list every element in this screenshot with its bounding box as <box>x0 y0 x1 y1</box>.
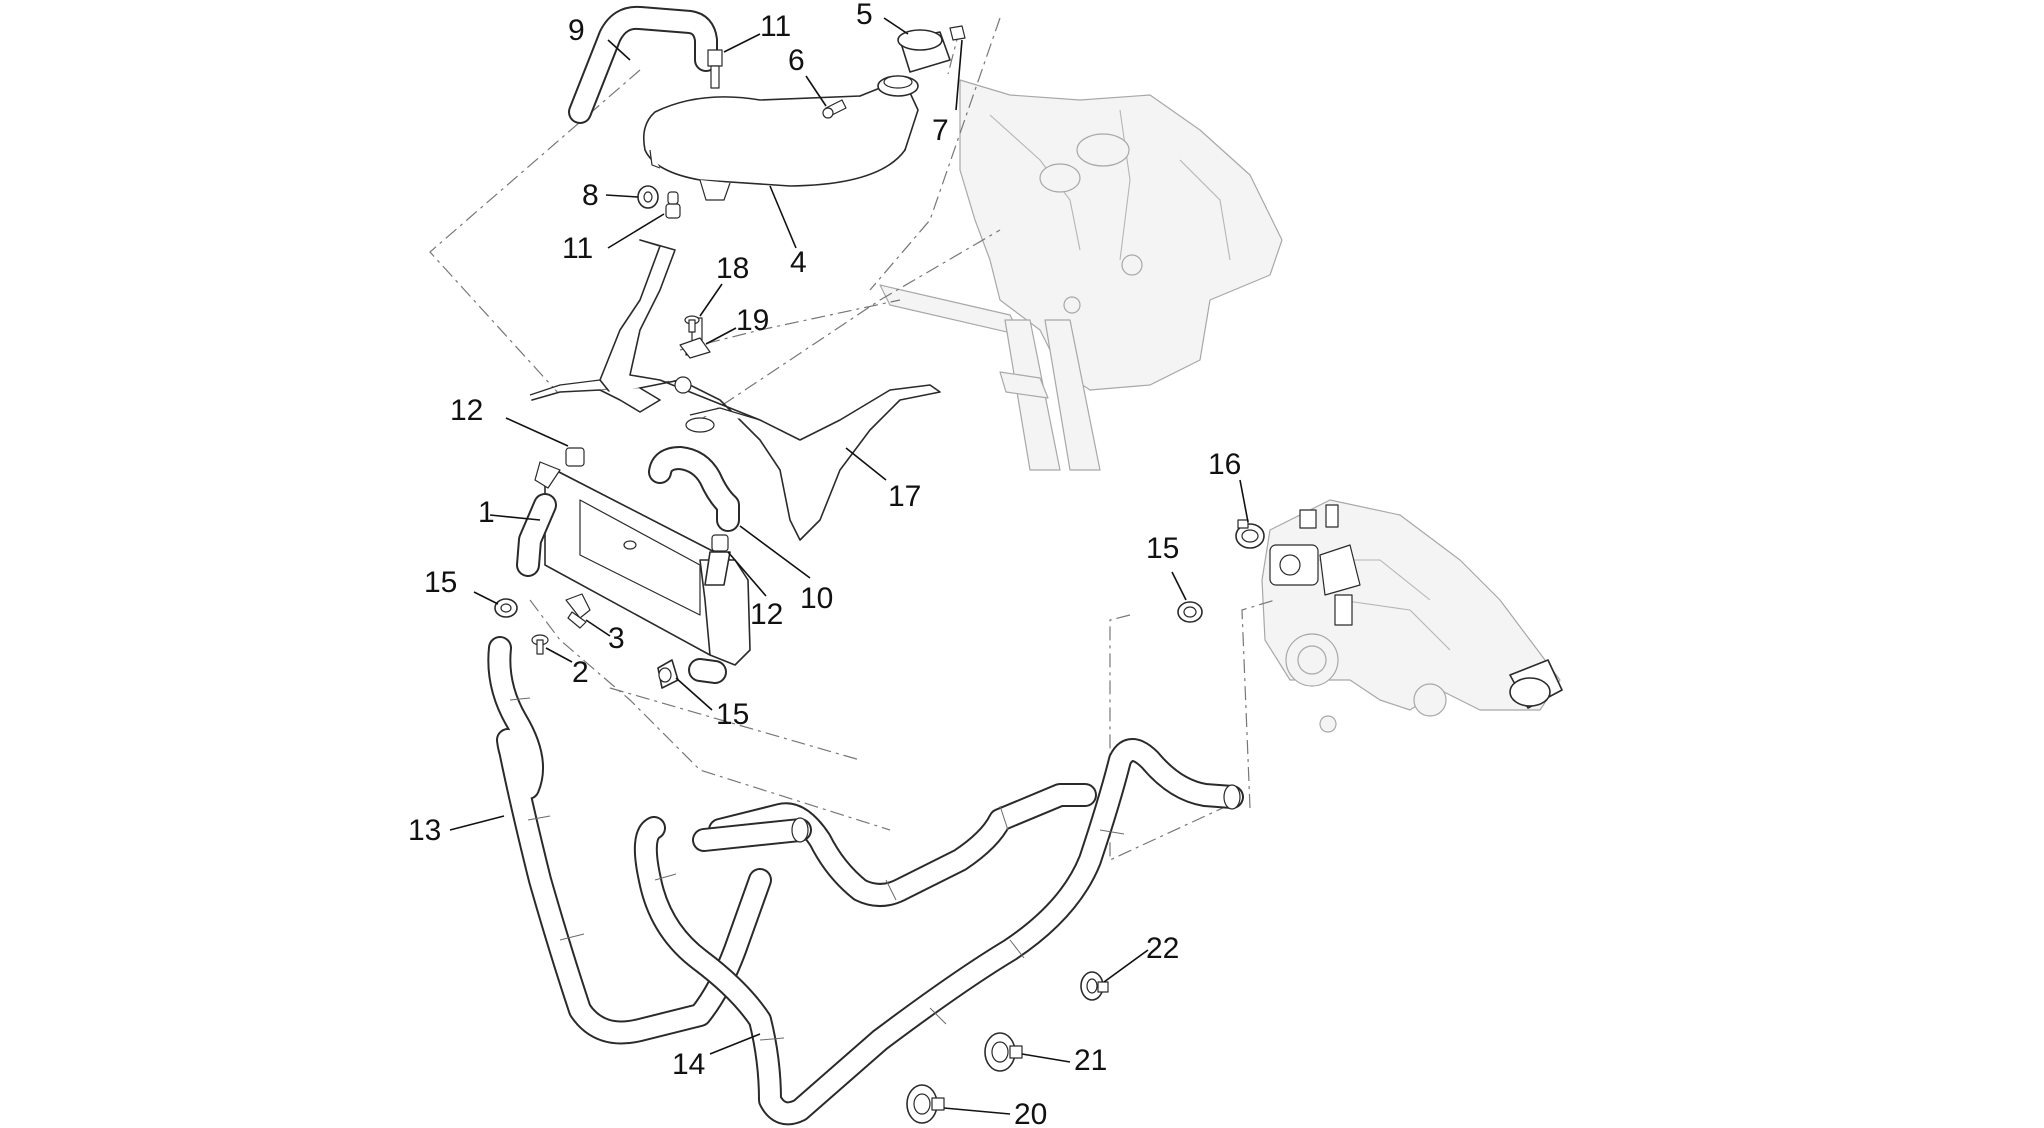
bracket-3 <box>565 593 591 629</box>
callout-20: 20 <box>1014 1098 1047 1128</box>
callout-10: 10 <box>800 582 833 615</box>
callout-17: 17 <box>888 480 921 513</box>
assembly-lines <box>429 17 1276 861</box>
hose-14 <box>633 738 1244 1126</box>
callout-15: 15 <box>424 566 457 599</box>
callout-2: 2 <box>572 656 589 689</box>
callout-22: 22 <box>1146 932 1179 965</box>
callout-19: 19 <box>736 304 769 337</box>
callout-15: 15 <box>1146 532 1179 565</box>
clip-7 <box>949 25 966 41</box>
clamp-15-bottom <box>657 659 679 689</box>
clamp-15-right <box>1177 601 1203 623</box>
cover-17 <box>529 239 941 541</box>
callout-7: 7 <box>932 114 949 147</box>
clamp-20 <box>906 1084 945 1124</box>
radiator-outlet-hose <box>688 658 727 684</box>
callout-16: 16 <box>1208 448 1241 481</box>
callout-1: 1 <box>478 496 495 529</box>
callout-18: 18 <box>716 252 749 285</box>
callout-14: 14 <box>672 1048 705 1081</box>
hose-13 <box>487 636 772 1045</box>
hose-short <box>692 817 812 852</box>
callout-13: 13 <box>408 814 441 847</box>
clamp-11-lower <box>665 191 681 219</box>
clamp-16 <box>1235 519 1265 549</box>
callout-11: 11 <box>760 10 791 43</box>
callout-12: 12 <box>450 394 483 427</box>
callout-11: 11 <box>562 232 593 265</box>
leader-lines <box>449 17 1249 1115</box>
clamp-15-left <box>494 598 518 618</box>
frame-ghost <box>879 79 1283 471</box>
callout-8: 8 <box>582 179 599 212</box>
cap-5 <box>897 29 951 73</box>
hose-10 <box>648 446 740 532</box>
screw-6 <box>822 99 847 119</box>
callout-9: 9 <box>568 14 585 47</box>
fitting-11-top <box>707 49 723 89</box>
radiator-1 <box>516 447 751 666</box>
grommet-8 <box>637 185 659 209</box>
screw-2 <box>531 634 549 655</box>
callout-4: 4 <box>790 246 807 279</box>
callout-5: 5 <box>856 0 873 31</box>
callout-21: 21 <box>1074 1044 1107 1077</box>
engine-ghost <box>1261 499 1563 733</box>
hose-14-upper <box>708 783 1097 907</box>
expansion-tank-4 <box>642 75 919 201</box>
clamp-21 <box>984 1032 1023 1072</box>
nut-19 <box>679 337 711 359</box>
callout-6: 6 <box>788 44 805 77</box>
callout-12: 12 <box>750 598 783 631</box>
hose-9 <box>568 5 718 124</box>
callout-15: 15 <box>716 698 749 731</box>
clamp-22 <box>1080 971 1109 1001</box>
callout-labels: 9 11 5 6 7 8 11 4 18 19 12 1 17 16 15 15… <box>408 0 1241 1128</box>
callout-3: 3 <box>608 622 625 655</box>
fitting-12-lower <box>704 534 731 586</box>
screw-18 <box>684 315 700 333</box>
